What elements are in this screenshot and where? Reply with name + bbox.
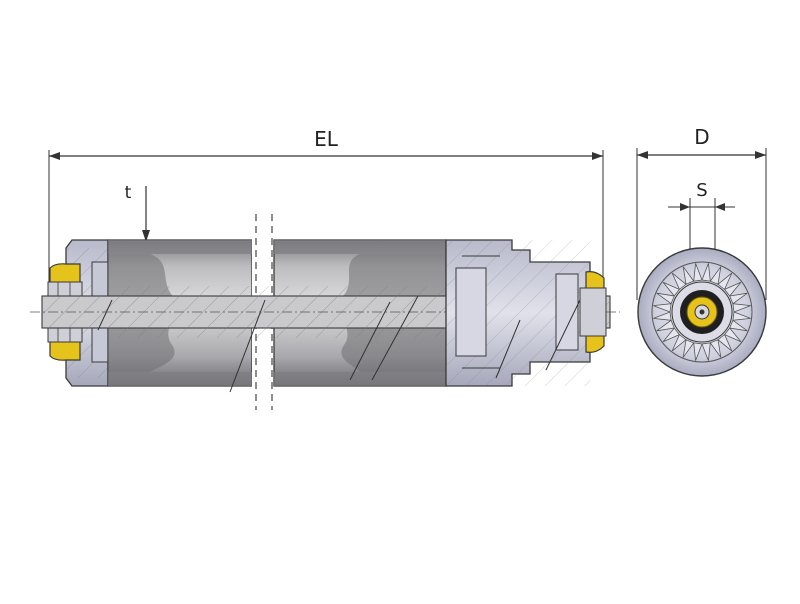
roller-side-view [30, 214, 620, 410]
end-view-tooth [723, 281, 742, 297]
end-view-tooth [709, 339, 722, 358]
roller-end-view [637, 247, 767, 377]
leader-lines [97, 295, 581, 393]
end-view-tooth [732, 311, 751, 321]
end-view-tooth [662, 281, 681, 297]
end-view-tooth [717, 272, 733, 291]
tube-wall-hatch [108, 286, 446, 338]
end-view-tooth [732, 303, 751, 313]
end-view-tooth [701, 263, 711, 282]
end-view-tooth [662, 327, 681, 343]
end-view-tooth [717, 333, 733, 352]
end-view-tooth [723, 327, 742, 343]
t-label: t [125, 183, 132, 203]
el-label: EL [314, 127, 339, 151]
end-view-tooth [693, 263, 703, 282]
end-view-tooth [729, 319, 748, 332]
end-view-tooth [671, 272, 687, 291]
right-bearing [579, 271, 607, 353]
end-view-tooth [656, 292, 675, 305]
el-dimension [48, 150, 604, 290]
end-view-teeth [653, 263, 751, 361]
end-view-tooth [656, 319, 675, 332]
end-view-tooth [729, 292, 748, 305]
end-view-tooth [682, 339, 695, 358]
d-label: D [694, 125, 709, 149]
end-view-tooth [709, 266, 722, 285]
end-view-tooth [693, 342, 703, 361]
right-housing [445, 239, 591, 387]
end-view-tooth [653, 303, 672, 313]
t-leader-arrow [142, 186, 150, 242]
end-view-tooth [682, 266, 695, 285]
s-label: S [696, 180, 707, 201]
end-view-tooth [653, 311, 672, 321]
end-view-tooth [701, 342, 711, 361]
d-dimension [636, 148, 767, 300]
end-view-tooth [671, 333, 687, 352]
